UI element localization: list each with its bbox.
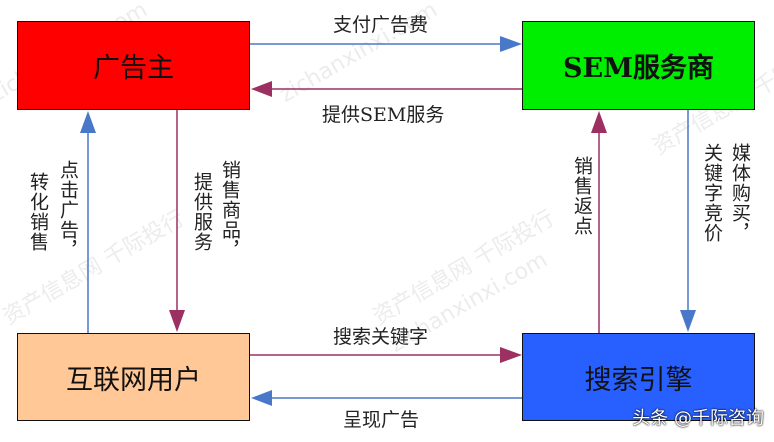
- arrow-provide-sem: [251, 81, 522, 97]
- label-pay-fee: 支付广告费: [333, 14, 429, 36]
- label-search-keyword: 搜索关键字: [333, 326, 429, 348]
- label-sales-rebate: 销售返点: [571, 156, 593, 236]
- arrow-pay-fee: [250, 36, 522, 52]
- label-keyword-bid: 关键字竞价: [701, 143, 723, 243]
- node-advertiser: 广告主: [17, 21, 250, 110]
- label-provide-sem: 提供SEM服务: [322, 104, 445, 126]
- arrow-sales-rebate: [591, 111, 607, 333]
- label-convert-sales: 转化销售: [27, 172, 49, 252]
- label-sell-goods: 销售商品，: [219, 160, 241, 260]
- label-show-ad: 呈现广告: [343, 409, 420, 431]
- node-internet-users: 互联网用户: [17, 333, 250, 421]
- label-provide-service: 提供服务: [191, 172, 213, 252]
- node-internet-users-label: 互联网用户: [66, 364, 201, 396]
- label-media-buy: 媒体购买，: [729, 143, 751, 243]
- credit-text: 头条 @千际咨询: [632, 408, 764, 429]
- node-sem-provider-label: SEM服务商: [563, 53, 714, 84]
- arrow-sell-goods: [169, 110, 185, 332]
- node-advertiser-label: 广告主: [93, 53, 174, 84]
- label-click-ad: 点击广告，: [57, 160, 79, 260]
- arrow-search-keyword: [250, 347, 522, 363]
- node-search-engine-label: 搜索引擎: [584, 364, 693, 396]
- node-sem-provider: SEM服务商: [522, 21, 755, 110]
- arrow-media-buy: [680, 110, 696, 332]
- node-search-engine: 搜索引擎: [522, 333, 755, 421]
- arrow-show-ad: [251, 390, 522, 406]
- arrow-click-ad: [80, 111, 96, 333]
